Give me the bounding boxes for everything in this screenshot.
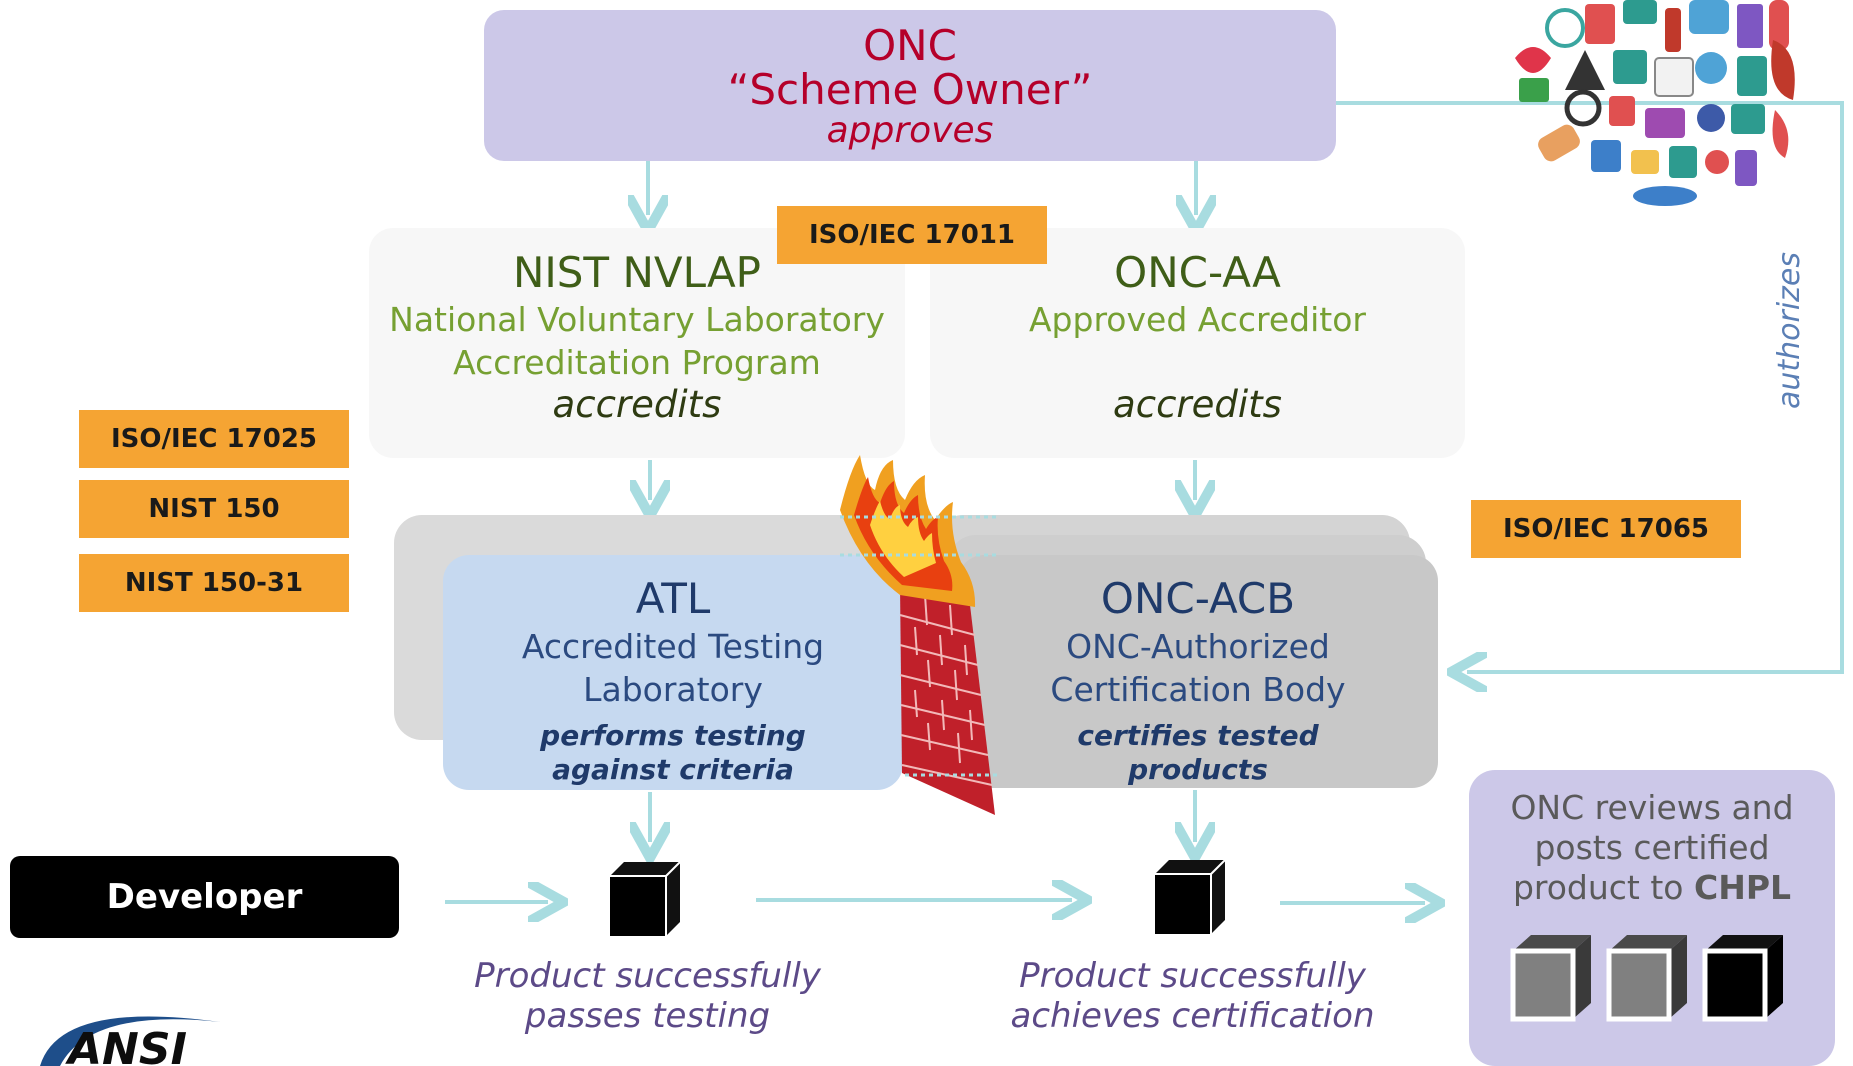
nvlap-line2: Accreditation Program — [453, 343, 821, 382]
atl-line2: Laboratory — [583, 670, 763, 709]
chpl-line2: posts certified — [1534, 828, 1770, 867]
nvlap-title: NIST NVLAP — [512, 248, 762, 297]
chpl-line3: product to CHPL — [1469, 868, 1835, 908]
acb-title: ONC-ACB — [1100, 574, 1296, 623]
authorizes-text: authorizes — [1772, 251, 1808, 409]
product-box-icon-testing — [610, 862, 681, 936]
acb-verb1: certifies tested — [1077, 719, 1319, 752]
ansi-logo: ANSI — [40, 1016, 220, 1066]
onc-acb-box: ONC-ACB ONC-Authorized Certification Bod… — [958, 555, 1438, 788]
atl-line1: Accredited Testing — [521, 627, 825, 666]
product-box-icon-black — [1702, 935, 1783, 1022]
acb-line1: ONC-Authorized — [1066, 627, 1330, 666]
testing-caption-line1: Product successfully — [474, 956, 821, 996]
medical-icons-cluster — [1515, 0, 1795, 206]
acb-line2: Certification Body — [1050, 670, 1346, 709]
nvlap-verb: accredits — [552, 383, 722, 426]
nist-nvlap-box: NIST NVLAP National Voluntary Laboratory… — [369, 228, 905, 458]
cert-caption-line1: Product successfully — [1019, 956, 1366, 996]
certification-caption: Product successfully achieves certificat… — [1000, 956, 1385, 1036]
nist-150-31-tag: NIST 150-31 — [79, 554, 349, 612]
testing-caption: Product successfully passes testing — [450, 956, 845, 1036]
onc-title: ONC — [863, 21, 957, 70]
ansi-logo-text: ANSI — [65, 1024, 187, 1066]
chpl-line3-prefix: product to — [1512, 868, 1694, 907]
developer-box: Developer — [10, 856, 399, 938]
nvlap-line1: National Voluntary Laboratory — [389, 300, 885, 339]
atl-verb2: against criteria — [552, 753, 794, 786]
atl-title: ATL — [635, 574, 711, 623]
certified-products-icon — [1510, 935, 1783, 1022]
product-box-icon-gray-2 — [1606, 935, 1687, 1022]
authorizes-label: authorizes — [1760, 240, 1820, 420]
atl-verb1: performs testing — [540, 719, 806, 752]
product-box-icon-certified — [1155, 860, 1226, 934]
acb-verb2: products — [1128, 753, 1268, 786]
onc-aa-line1: Approved Accreditor — [1028, 300, 1366, 339]
onc-verb: approves — [826, 110, 994, 151]
cert-caption-line2: achieves certification — [1010, 996, 1375, 1036]
product-box-icon-gray-1 — [1510, 935, 1591, 1022]
iso-17025-tag: ISO/IEC 17025 — [79, 410, 349, 468]
testing-caption-line2: passes testing — [524, 996, 771, 1036]
iso-17011-tag: ISO/IEC 17011 — [777, 206, 1047, 264]
iso-17065-tag: ISO/IEC 17065 — [1471, 500, 1741, 558]
chpl-line1: ONC reviews and — [1510, 788, 1794, 827]
arrow-onc-authorizes-acb — [1336, 101, 1844, 672]
onc-aa-box: ONC-AA Approved Accreditor accredits — [930, 228, 1465, 458]
nist-150-tag: NIST 150 — [79, 480, 349, 538]
chpl-acronym: CHPL — [1693, 868, 1792, 907]
firewall-icon — [840, 455, 998, 815]
onc-subtitle: “Scheme Owner” — [727, 65, 1093, 114]
onc-chpl-box: ONC reviews and posts certified product … — [1469, 770, 1835, 1066]
onc-aa-verb: accredits — [1113, 383, 1282, 426]
atl-box: ATL Accredited Testing Laboratory perfor… — [443, 555, 903, 790]
onc-aa-title: ONC-AA — [1114, 248, 1281, 297]
onc-scheme-owner-box: ONC “Scheme Owner” approves — [484, 10, 1336, 161]
